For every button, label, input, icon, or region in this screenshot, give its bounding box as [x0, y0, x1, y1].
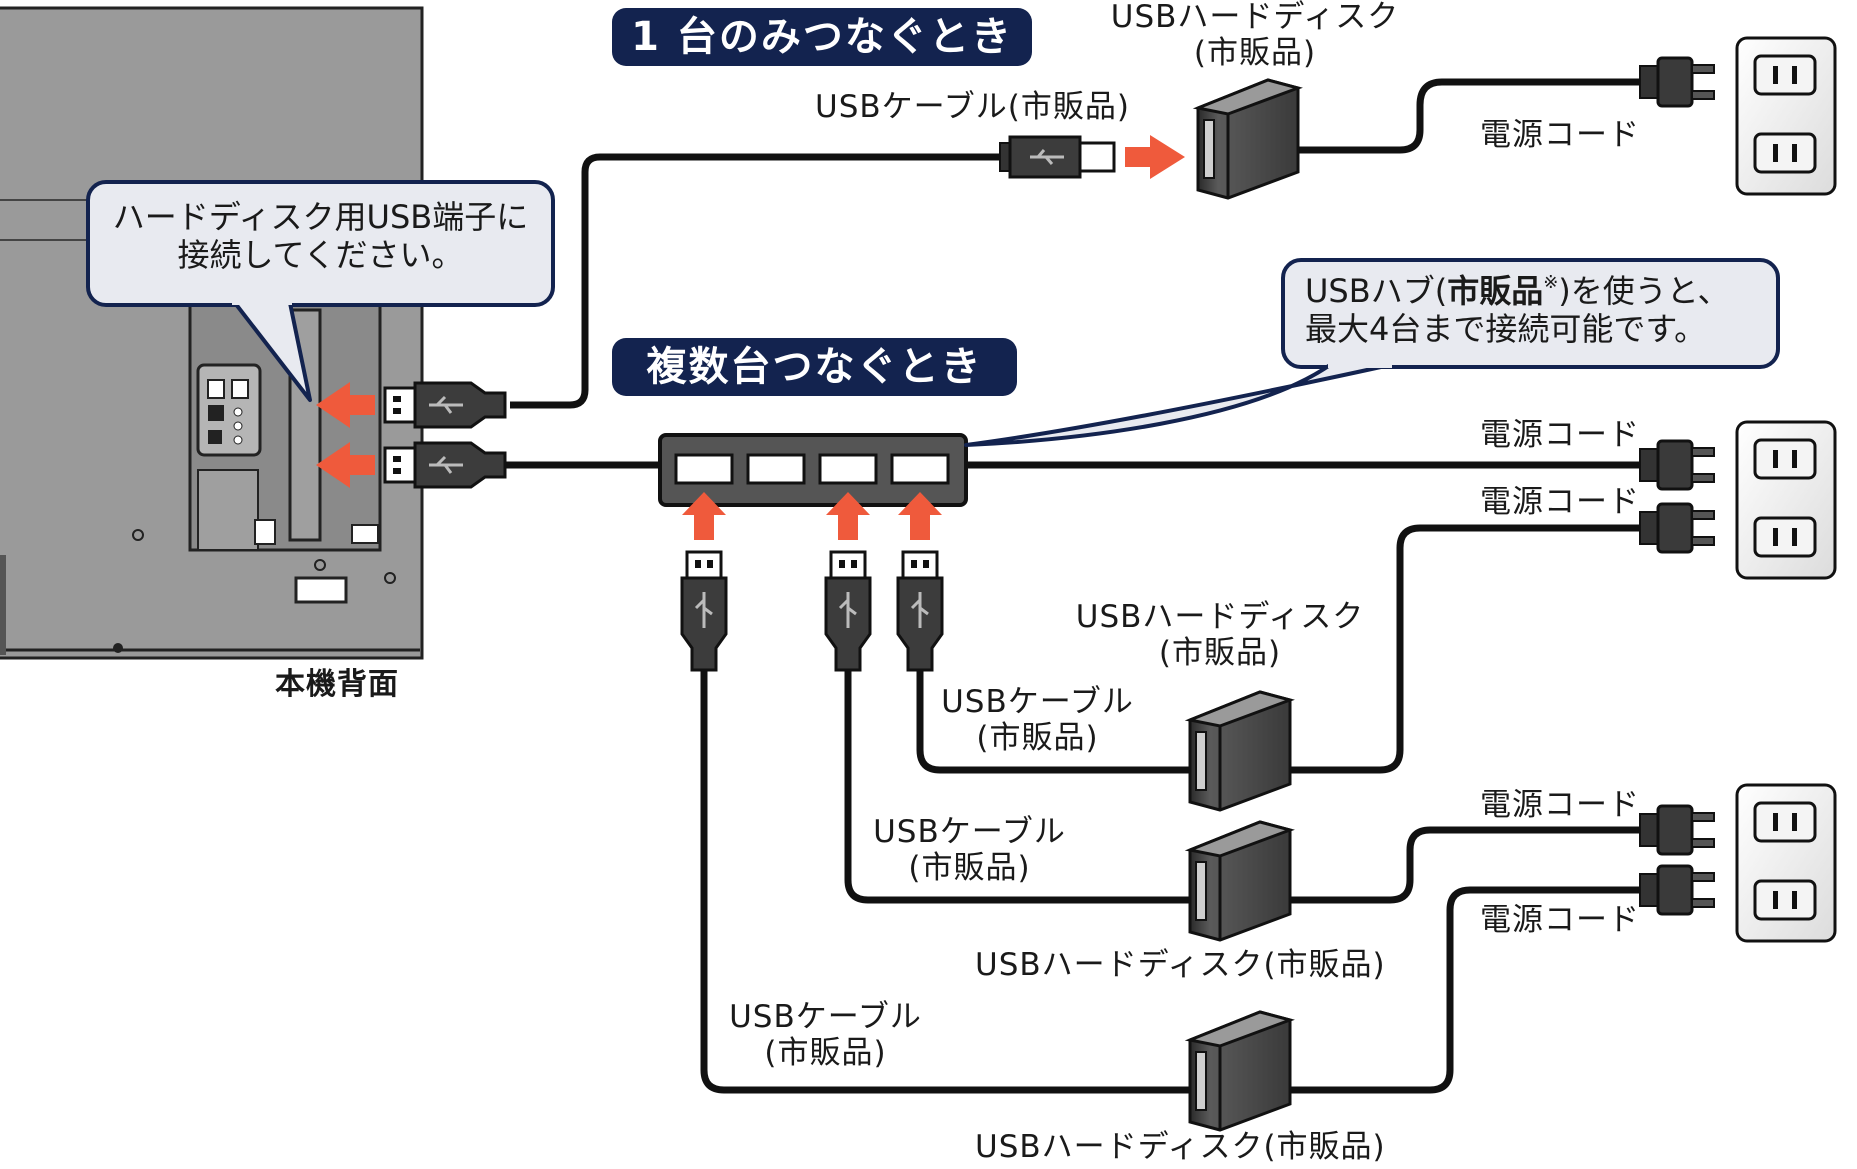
hdd-3	[1188, 1010, 1292, 1132]
usb-terminal-callout	[86, 180, 555, 402]
hub-callout-line2: 最大4台まで接続可能です。	[1305, 310, 1707, 349]
hub-callout-text: USBハブ(市販品※)を使うと、 最大4台まで接続可能です。	[1305, 272, 1730, 349]
power-cord-hdd1-label: 電源コード	[1480, 484, 1640, 520]
usb-terminal-callout-line1: ハードディスク用USB端子に	[112, 198, 529, 236]
cable2-label: USBケーブル(市販品)	[873, 814, 1066, 886]
top-plug	[1638, 56, 1716, 108]
hub-callout	[964, 258, 1780, 447]
arrow-usb-2	[316, 442, 375, 488]
usb-terminal-callout-line2: 接続してください。	[177, 236, 464, 275]
hdd-2	[1188, 820, 1292, 942]
tv-back-label: 本機背面	[275, 667, 399, 702]
usb-terminal-callout-text: ハードディスク用USB端子に 接続してください。	[88, 198, 553, 275]
bottom-outlet	[1735, 783, 1837, 943]
top-cable-label: USBケーブル(市販品)	[815, 89, 1130, 125]
hub-plug	[1638, 439, 1716, 491]
hub-callout-line1: USBハブ(市販品※)を使うと、	[1305, 272, 1730, 310]
cable3-label: USBケーブル(市販品)	[729, 999, 922, 1071]
power-cord-hdd3-label: 電源コード	[1480, 902, 1640, 938]
heading-single: 1 台のみつなぐとき	[612, 8, 1032, 66]
arrow-to-hdd	[1125, 135, 1185, 179]
single-usb-plug	[999, 135, 1116, 179]
top-outlet	[1735, 36, 1837, 196]
cable1-label: USBケーブル(市販品)	[941, 684, 1134, 756]
usb-hub	[658, 433, 968, 507]
top-power-cord	[1298, 78, 1640, 154]
power-cord-hdd2-label: 電源コード	[1480, 787, 1640, 823]
hub-outlet	[1735, 420, 1837, 580]
top-hdd-label: USBハードディスク(市販品)	[1110, 0, 1400, 71]
hdd3-label: USBハードディスク(市販品)	[975, 1129, 1386, 1165]
power-cord-hub-label: 電源コード	[1480, 417, 1640, 453]
hdd1-label: USBハードディスク(市販品)	[1075, 599, 1365, 671]
power-cord-top-label: 電源コード	[1480, 117, 1640, 153]
top-hdd	[1196, 78, 1300, 200]
single-usb-cable	[510, 153, 1000, 409]
heading-multiple: 複数台つなぐとき	[612, 338, 1017, 396]
tv-back-panel	[0, 6, 424, 660]
usb-plug-hdd1	[896, 550, 944, 672]
hdd-1	[1188, 690, 1292, 812]
arrow-usb-1	[316, 382, 375, 428]
usb-plug-hdd3	[680, 550, 728, 672]
usb-plug-hdd2	[824, 550, 872, 672]
hdd2-label: USBハードディスク(市販品)	[975, 947, 1386, 983]
